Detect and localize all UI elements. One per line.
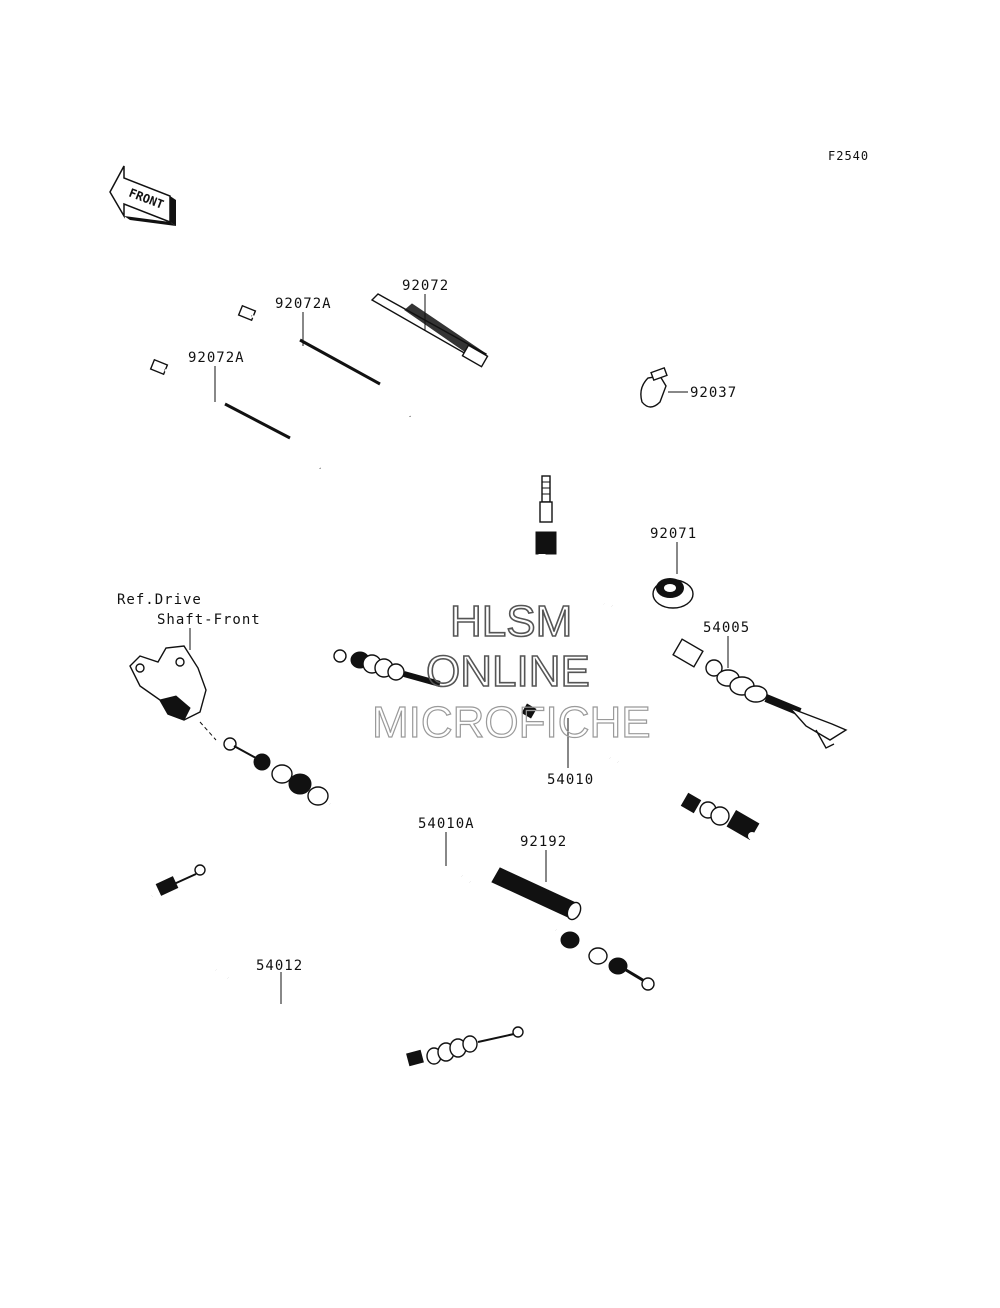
front-arrow-icon: FRONT (109, 165, 176, 226)
part-number-54010A: 54010A (418, 816, 475, 832)
reference-note-line2: Shaft-Front (157, 612, 261, 628)
part-number-92192: 92192 (520, 834, 567, 850)
part-number-92071: 92071 (650, 526, 697, 542)
watermark-line2: ONLINE (426, 647, 590, 696)
part-number-92072: 92072 (402, 278, 449, 294)
reference-note-line1: Ref.Drive (117, 592, 202, 608)
watermark-line1: HLSM (450, 597, 572, 646)
cable-band-92072 (370, 293, 489, 368)
protector-tube-92192 (491, 850, 582, 921)
cable-54010A (223, 737, 655, 991)
grommet-92071 (652, 542, 694, 609)
part-number-92072A-upper: 92072A (275, 296, 332, 312)
part-number-54010: 54010 (547, 772, 594, 788)
part-number-92037: 92037 (690, 385, 737, 401)
clamp-92037 (640, 366, 688, 408)
part-number-54012: 54012 (256, 958, 303, 974)
watermark: HLSM ONLINE MICROFICHE (371, 596, 651, 747)
watermark-line3: MICROFICHE (372, 698, 651, 747)
cable-54005 (535, 475, 848, 749)
figure-code: F2540 (828, 149, 869, 163)
part-number-92072A-lower: 92072A (188, 350, 245, 366)
cable-tie-92072A-lower (149, 358, 322, 469)
cable-54010 (333, 649, 760, 840)
cable-54012 (126, 864, 524, 1067)
drive-shaft-bracket-ref (129, 628, 217, 741)
cable-tie-92072A-upper (237, 304, 412, 417)
part-number-54005: 54005 (703, 620, 750, 636)
